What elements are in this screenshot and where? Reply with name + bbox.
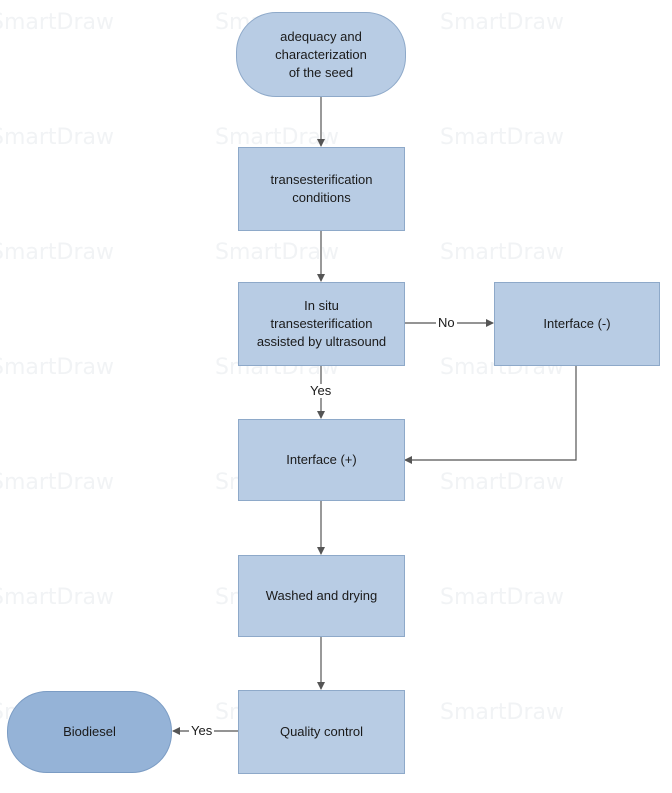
end-terminal-biodiesel: Biodiesel [7, 691, 172, 773]
process-transesterification-conditions: transesterification conditions [238, 147, 405, 231]
process-interface-minus: Interface (-) [494, 282, 660, 366]
process-interface-plus: Interface (+) [238, 419, 405, 501]
process-quality-control: Quality control [238, 690, 405, 774]
edge-label-yes-down: Yes [308, 383, 334, 398]
start-terminal-seed: adequacy and characterization of the see… [236, 12, 406, 97]
process-washed-and-drying: Washed and drying [238, 555, 405, 637]
decision-in-situ-transesterification: In situ transesterification assisted by … [238, 282, 405, 366]
arrow-interface-minus-to-interface-plus [404, 366, 577, 464]
edge-label-no: No [436, 315, 457, 330]
edge-label-yes-left: Yes [189, 723, 215, 738]
